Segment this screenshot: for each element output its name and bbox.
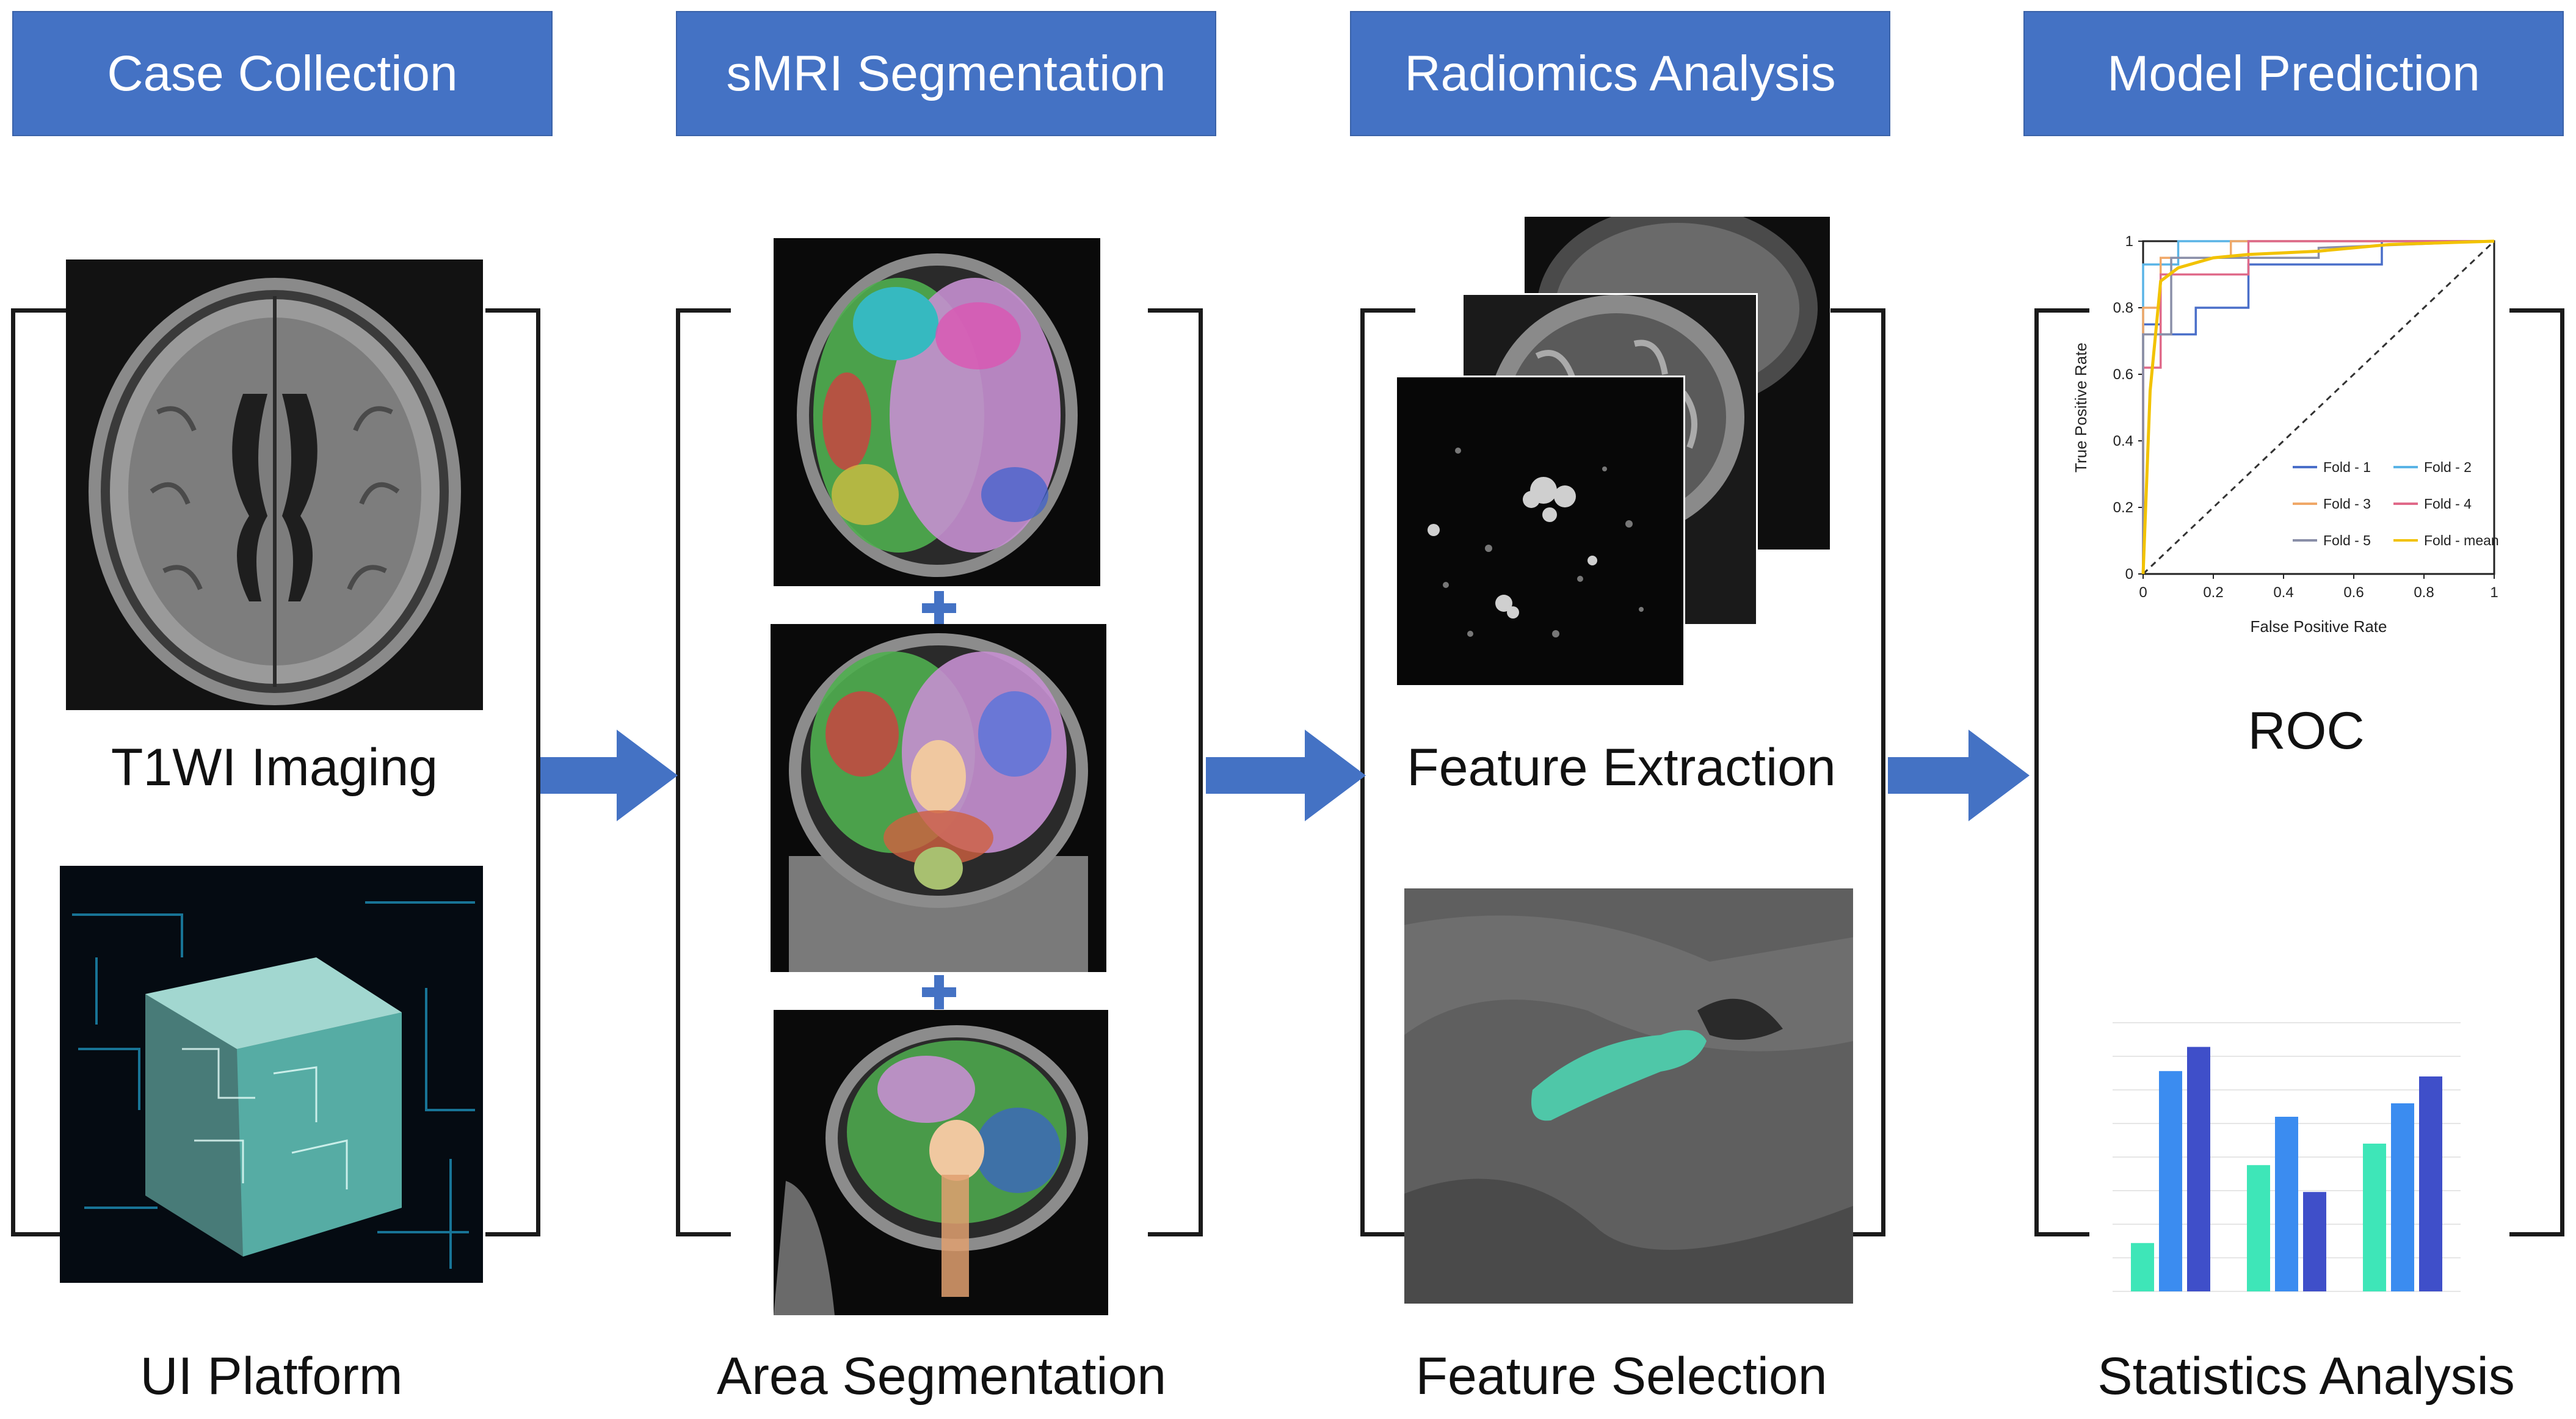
t1wi-brain-image — [66, 259, 483, 710]
coronal-segmentation-image — [771, 624, 1106, 972]
roc-series-line — [2141, 239, 2495, 575]
label-area-segmentation: Area Segmentation — [716, 1347, 1167, 1406]
roc-series-line — [2142, 240, 2495, 574]
statistics-bar-chart — [2113, 1022, 2461, 1292]
x-tick-label: 0.6 — [2343, 584, 2364, 601]
plus-icon — [922, 975, 956, 1009]
x-tick-label: 0 — [2139, 584, 2147, 601]
x-tick-label: 0.4 — [2273, 584, 2293, 601]
right-arrow-icon — [540, 730, 678, 821]
stage-header-model-prediction: Model Prediction — [2023, 11, 2564, 136]
y-tick-label: 0.4 — [2113, 433, 2133, 449]
bar — [2391, 1103, 2414, 1291]
x-tick-label: 0.2 — [2203, 584, 2223, 601]
stage-title: sMRI Segmentation — [726, 45, 1166, 101]
label-ui-platform: UI Platform — [140, 1347, 403, 1406]
bracket-left-stage1 — [11, 308, 66, 1236]
bracket-right-stage1 — [485, 308, 540, 1236]
y-tick-label: 0.2 — [2113, 499, 2133, 516]
plus-icon — [922, 591, 956, 625]
legend-entry: Fold - 2 — [2424, 459, 2472, 475]
label-roc: ROC — [2248, 702, 2365, 760]
bar — [2247, 1165, 2270, 1291]
y-axis-label: True Positive Rate — [2072, 343, 2090, 473]
stage-header-radiomics-analysis: Radiomics Analysis — [1350, 11, 1890, 136]
feature-selection-image — [1404, 888, 1853, 1304]
stage-header-smri-segmentation: sMRI Segmentation — [676, 11, 1216, 136]
bar — [2159, 1071, 2182, 1291]
bracket-left-stage4 — [2034, 308, 2089, 1236]
stage-title: Model Prediction — [2107, 45, 2480, 101]
axial-segmentation-image — [774, 238, 1100, 586]
stage-title: Radiomics Analysis — [1404, 45, 1836, 101]
bar — [2187, 1047, 2210, 1291]
sagittal-segmentation-image — [774, 1010, 1108, 1315]
stage-title: Case Collection — [107, 45, 458, 101]
bar — [2419, 1076, 2442, 1291]
bar — [2131, 1243, 2154, 1291]
x-tick-label: 0.8 — [2414, 584, 2434, 601]
label-statistics-analysis: Statistics Analysis — [2097, 1347, 2515, 1406]
legend-entry: Fold - 3 — [2323, 496, 2371, 512]
bar — [2363, 1144, 2386, 1291]
bracket-left-stage2 — [676, 308, 731, 1236]
roc-series-line — [2142, 240, 2494, 574]
bracket-right-stage3 — [1830, 308, 1885, 1236]
bracket-right-stage2 — [1148, 308, 1203, 1236]
right-arrow-icon — [1206, 730, 1366, 821]
label-feature-extraction: Feature Extraction — [1407, 738, 1836, 797]
legend-entry: Fold - mean — [2424, 532, 2499, 548]
legend-entry: Fold - 1 — [2323, 459, 2371, 475]
chance-diagonal — [2142, 240, 2495, 575]
bracket-right-stage4 — [2509, 308, 2564, 1236]
y-tick-label: 0.6 — [2113, 366, 2133, 383]
legend-entry: Fold - 5 — [2323, 532, 2371, 548]
feature-map-front — [1395, 376, 1685, 687]
x-tick-label: 1 — [2490, 584, 2498, 601]
stage-header-case-collection: Case Collection — [12, 11, 553, 136]
ui-platform-image — [60, 866, 483, 1283]
right-arrow-icon — [1888, 730, 2030, 821]
x-axis-label: False Positive Rate — [2251, 617, 2387, 636]
y-tick-label: 0 — [2125, 566, 2133, 582]
label-feature-selection: Feature Selection — [1415, 1347, 1827, 1406]
roc-series-line — [2142, 240, 2494, 574]
bracket-left-stage3 — [1360, 308, 1415, 1236]
legend-entry: Fold - 4 — [2424, 496, 2472, 512]
y-tick-label: 1 — [2125, 233, 2133, 250]
bar — [2275, 1117, 2298, 1291]
label-t1wi-imaging: T1WI Imaging — [111, 738, 438, 797]
y-tick-label: 0.8 — [2113, 300, 2133, 316]
bar — [2303, 1192, 2326, 1291]
